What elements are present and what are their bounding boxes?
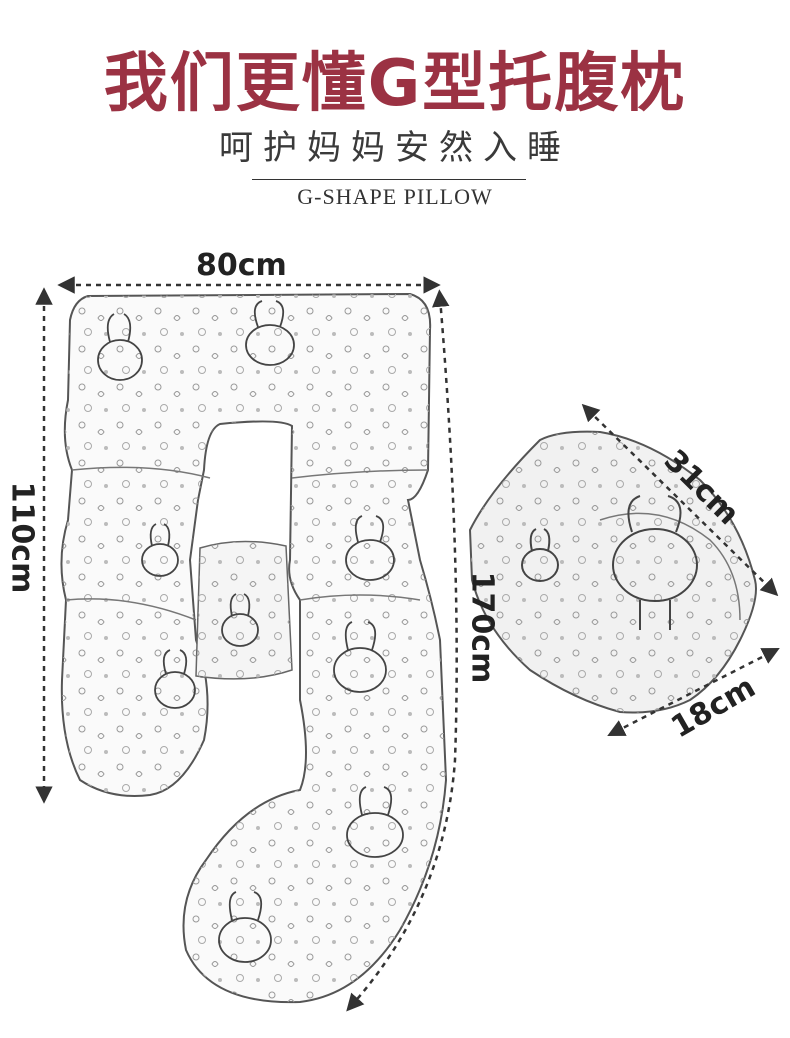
width-label: 80cm xyxy=(196,248,287,283)
english-title: G-SHAPE PILLOW xyxy=(297,184,493,209)
divider-line xyxy=(252,179,526,180)
page-subtitle: 呵护妈妈安然入睡 xyxy=(219,128,571,168)
page-title: 我们更懂G型托腹枕 xyxy=(103,47,687,121)
length-label: 170cm xyxy=(464,571,500,684)
height-label: 110cm xyxy=(4,481,40,594)
g-pillow xyxy=(60,292,448,1004)
dimension-arrows xyxy=(35,276,780,1012)
